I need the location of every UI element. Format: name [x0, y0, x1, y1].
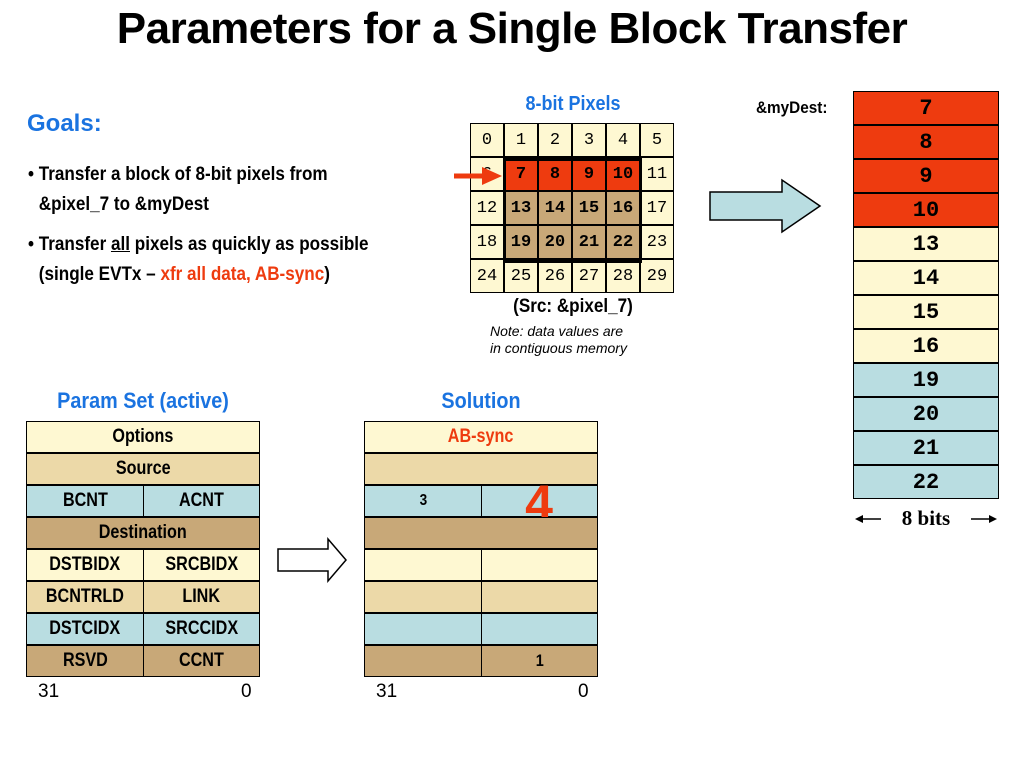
source-pointer-arrow-icon [454, 167, 502, 185]
goal-bullet-2-line2-prefix: (single EVTx – [38, 264, 161, 285]
dest-cell: 15 [853, 295, 999, 329]
memory-note: Note: data values are in contiguous memo… [490, 323, 627, 357]
goal-bullet-2: • Transfer all pixels as quickly as poss… [28, 230, 369, 290]
pixel-cell: 4 [606, 123, 640, 157]
pixel-cell: 26 [538, 259, 572, 293]
pixel-cell: 19 [504, 225, 538, 259]
pixel-cell: 23 [640, 225, 674, 259]
pixel-cell: 5 [640, 123, 674, 157]
dest-cell: 10 [853, 193, 999, 227]
dest-cell: 9 [853, 159, 999, 193]
goal-bullet-1-line2: &pixel_7 to &myDest [38, 194, 209, 215]
param-dstbidx: DSTBIDX [26, 549, 144, 581]
param-acnt: ACNT [143, 485, 260, 517]
pixel-cell: 25 [504, 259, 538, 293]
param-bcnt: BCNT [26, 485, 144, 517]
transfer-arrow-icon [709, 178, 822, 234]
goal-bullet-1: • Transfer a block of 8-bit pixels from … [28, 160, 328, 220]
solution-bit-low: 0 [578, 681, 589, 702]
pixel-cell: 8 [538, 157, 572, 191]
pixel-cell: 28 [606, 259, 640, 293]
param-srcbidx: SRCBIDX [143, 549, 260, 581]
goal-bullet-2-line2: (single EVTx – xfr all data, AB-sync) [28, 260, 369, 290]
pixel-cell: 12 [470, 191, 504, 225]
param-ccnt: CCNT [143, 645, 260, 677]
param-bcntrld: BCNTRLD [26, 581, 144, 613]
pixel-cell: 15 [572, 191, 606, 225]
param-bit-low: 0 [241, 681, 252, 702]
solution-acnt [481, 485, 598, 517]
solution-rsvd [364, 645, 482, 677]
pixel-cell: 1 [504, 123, 538, 157]
param-srccidx: SRCCIDX [143, 613, 260, 645]
goal-bullet-2-line1: • Transfer all pixels as quickly as poss… [28, 230, 369, 260]
solution-header: Solution [441, 388, 521, 413]
solution-link [481, 581, 598, 613]
goal-bullet-1-line1: • Transfer a block of 8-bit pixels from [28, 164, 328, 185]
solution-destination [364, 517, 598, 549]
goals-heading: Goals: [27, 110, 102, 137]
goal-bullet-2-suffix: pixels as quickly as possible [129, 234, 369, 255]
pixel-cell: 21 [572, 225, 606, 259]
solution-srcbidx [481, 549, 598, 581]
bit-width-label: 8 bits [901, 506, 951, 530]
dest-cell: 8 [853, 125, 999, 159]
param-to-solution-arrow-icon [277, 537, 347, 583]
pixel-cell: 17 [640, 191, 674, 225]
pixel-cell: 9 [572, 157, 606, 191]
solution-srccidx [481, 613, 598, 645]
solution-bit-high: 31 [376, 681, 398, 702]
pixel-cell: 10 [606, 157, 640, 191]
pixel-cell: 0 [470, 123, 504, 157]
param-options: Options [26, 421, 260, 453]
dest-cell: 22 [853, 465, 999, 499]
solution-bcnt: 3 [364, 485, 482, 517]
solution-bcntrld [364, 581, 482, 613]
param-destination: Destination [26, 517, 260, 549]
dest-cell: 19 [853, 363, 999, 397]
dest-cell: 13 [853, 227, 999, 261]
param-set-header: Param Set (active) [57, 388, 229, 413]
pixel-cell: 16 [606, 191, 640, 225]
param-bit-high: 31 [38, 681, 60, 702]
goal-bullet-2-line2-red: xfr all data, AB-sync [160, 264, 325, 285]
memory-note-line2: in contiguous memory [490, 340, 627, 356]
pixel-cell: 20 [538, 225, 572, 259]
dest-cell: 20 [853, 397, 999, 431]
source-caption: (Src: &pixel_7) [513, 296, 633, 317]
solution-dstcidx [364, 613, 482, 645]
dest-cell: 7 [853, 91, 999, 125]
pixel-cell: 22 [606, 225, 640, 259]
source-block-outline [503, 158, 642, 263]
dest-label: &myDest: [756, 98, 828, 117]
goal-bullet-2-line2-suffix: ) [324, 264, 330, 285]
solution-dstbidx [364, 549, 482, 581]
pixel-cell: 18 [470, 225, 504, 259]
solution-options: AB-sync [364, 421, 598, 453]
dest-cell: 16 [853, 329, 999, 363]
goal-bullet-2-underlined: all [110, 234, 130, 255]
param-dstcidx: DSTCIDX [26, 613, 144, 645]
pixel-cell: 24 [470, 259, 504, 293]
param-rsvd: RSVD [26, 645, 144, 677]
param-link: LINK [143, 581, 260, 613]
solution-ccnt: 1 [481, 645, 598, 677]
pixel-cell: 27 [572, 259, 606, 293]
pixel-grid-header: 8-bit Pixels [525, 93, 621, 115]
goal-bullet-2-prefix: • Transfer [28, 234, 111, 255]
pixel-cell: 2 [538, 123, 572, 157]
bit-width-arrows-icon [855, 515, 997, 523]
dest-cell: 21 [853, 431, 999, 465]
pixel-cell: 29 [640, 259, 674, 293]
param-source: Source [26, 453, 260, 485]
pixel-cell: 14 [538, 191, 572, 225]
pixel-cell: 7 [504, 157, 538, 191]
memory-note-line1: Note: data values are [490, 323, 624, 339]
pixel-cell: 13 [504, 191, 538, 225]
dest-cell: 14 [853, 261, 999, 295]
page-title: Parameters for a Single Block Transfer [116, 4, 908, 53]
solution-source [364, 453, 598, 485]
pixel-cell: 3 [572, 123, 606, 157]
pixel-cell: 11 [640, 157, 674, 191]
